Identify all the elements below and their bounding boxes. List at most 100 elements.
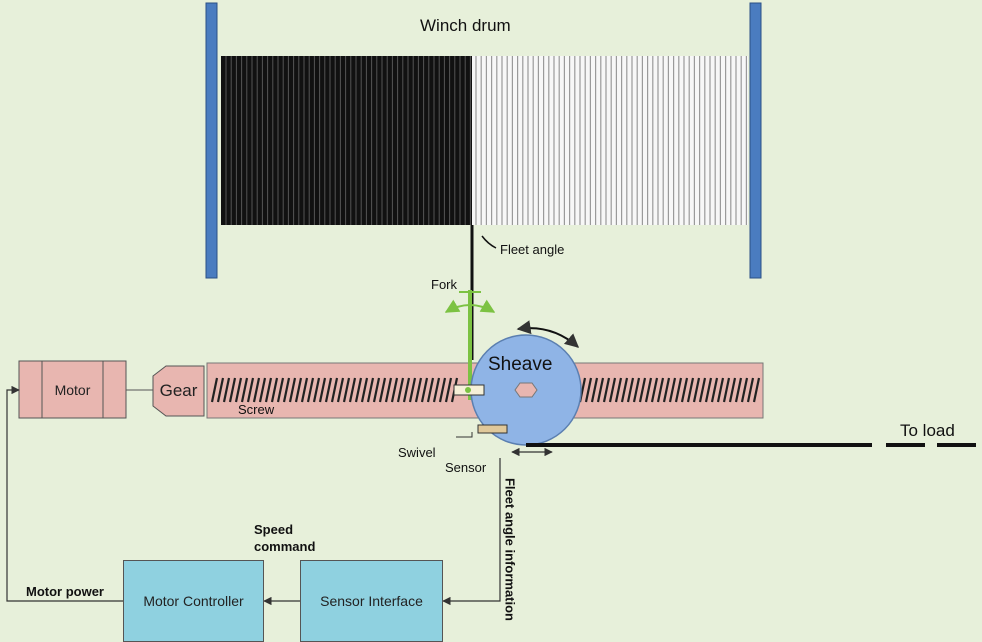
motor-text: Motor: [54, 381, 91, 398]
screw-thread: [626, 377, 635, 403]
screw-thread: [258, 377, 267, 403]
drum-flange-right: [749, 2, 762, 279]
screw-thread: [294, 377, 303, 403]
swivel-label: Swivel: [398, 445, 436, 460]
screw-thread: [716, 377, 725, 403]
drum-windings: [225, 56, 748, 225]
screw-thread: [270, 377, 279, 403]
screw-thread: [228, 377, 237, 403]
screw-threads: [210, 377, 761, 403]
screw-thread: [584, 377, 593, 403]
screw-thread: [638, 377, 647, 403]
winch-drum: [205, 2, 762, 279]
fork-swing-arrow: [444, 299, 496, 313]
screw-thread: [408, 377, 417, 403]
screw-thread: [650, 377, 659, 403]
screw-thread: [728, 377, 737, 403]
screw-thread: [722, 377, 731, 403]
screw-thread: [312, 377, 321, 403]
winch-drum-label: Winch drum: [420, 16, 511, 35]
screw-thread: [372, 377, 381, 403]
screw-thread: [216, 377, 225, 403]
sheave-rotation-arrow: [516, 320, 580, 348]
sensor-bracket: [456, 432, 473, 438]
screw-thread: [620, 377, 629, 403]
screw-thread: [324, 377, 333, 403]
screw-thread: [432, 377, 441, 403]
screw-thread: [692, 377, 701, 403]
screw-thread: [444, 377, 453, 403]
fleet-angle-pointer: [481, 235, 497, 249]
screw-thread: [740, 377, 749, 403]
screw-thread: [402, 377, 411, 403]
screw-thread: [348, 377, 357, 403]
screw-thread: [686, 377, 695, 403]
screw-thread: [426, 377, 435, 403]
fleet-angle-information-label: Fleet angle information: [502, 477, 518, 621]
screw-thread: [222, 377, 231, 403]
screw-thread: [662, 377, 671, 403]
screw-thread: [300, 377, 309, 403]
screw-thread: [234, 377, 243, 403]
screw-thread: [698, 377, 707, 403]
screw-thread: [734, 377, 743, 403]
motor-controller-box: Motor Controller: [123, 560, 264, 642]
screw-thread: [752, 377, 761, 403]
screw-thread: [614, 377, 623, 403]
screw-thread: [342, 377, 351, 403]
fleet-angle-label: Fleet angle: [500, 242, 565, 257]
screw-thread: [240, 377, 249, 403]
screw-thread: [710, 377, 719, 403]
drum-flange-left: [205, 2, 218, 279]
fork-label: Fork: [431, 277, 457, 292]
screw-thread: [378, 377, 387, 403]
screw-thread: [668, 377, 677, 403]
screw-thread: [384, 377, 393, 403]
screw-thread: [210, 377, 219, 403]
screw-thread: [644, 377, 653, 403]
screw-label: Screw: [238, 402, 275, 417]
screw-thread: [414, 377, 423, 403]
screw-thread: [366, 377, 375, 403]
sensor-interface-box: Sensor Interface: [300, 560, 443, 642]
screw-thread: [420, 377, 429, 403]
screw-thread: [602, 377, 611, 403]
screw-thread: [390, 377, 399, 403]
swivel-pin: [465, 387, 471, 393]
speed-command-label: Speed command: [254, 522, 316, 554]
sheave-label: Sheave: [488, 354, 553, 375]
screw-thread: [354, 377, 363, 403]
screw-thread: [680, 377, 689, 403]
screw-thread: [674, 377, 683, 403]
screw-thread: [396, 377, 405, 403]
screw-thread: [632, 377, 641, 403]
screw-thread: [246, 377, 255, 403]
screw-thread: [282, 377, 291, 403]
screw-thread: [590, 377, 599, 403]
sensor-block: [477, 424, 508, 434]
fleet-angle-signal-line: [442, 458, 501, 606]
wound-rope-light: [472, 56, 748, 225]
screw-thread: [330, 377, 339, 403]
motor-block: [18, 360, 127, 419]
screw-thread: [336, 377, 345, 403]
screw-thread: [704, 377, 713, 403]
motor-power-line: [6, 385, 123, 602]
screw-thread: [264, 377, 273, 403]
gear-text: Gear: [159, 381, 198, 400]
to-load-label: To load: [900, 421, 955, 440]
screw-thread: [608, 377, 617, 403]
gear: [152, 365, 205, 417]
screw-thread: [306, 377, 315, 403]
screw-thread: [656, 377, 665, 403]
sheave-hub: [514, 382, 538, 398]
screw-thread: [596, 377, 605, 403]
screw-thread: [360, 377, 369, 403]
screw-thread: [438, 377, 447, 403]
screw-thread: [318, 377, 327, 403]
screw-thread: [252, 377, 261, 403]
screw-thread: [288, 377, 297, 403]
sensor-label: Sensor: [445, 460, 487, 475]
motor-power-label: Motor power: [26, 584, 104, 599]
